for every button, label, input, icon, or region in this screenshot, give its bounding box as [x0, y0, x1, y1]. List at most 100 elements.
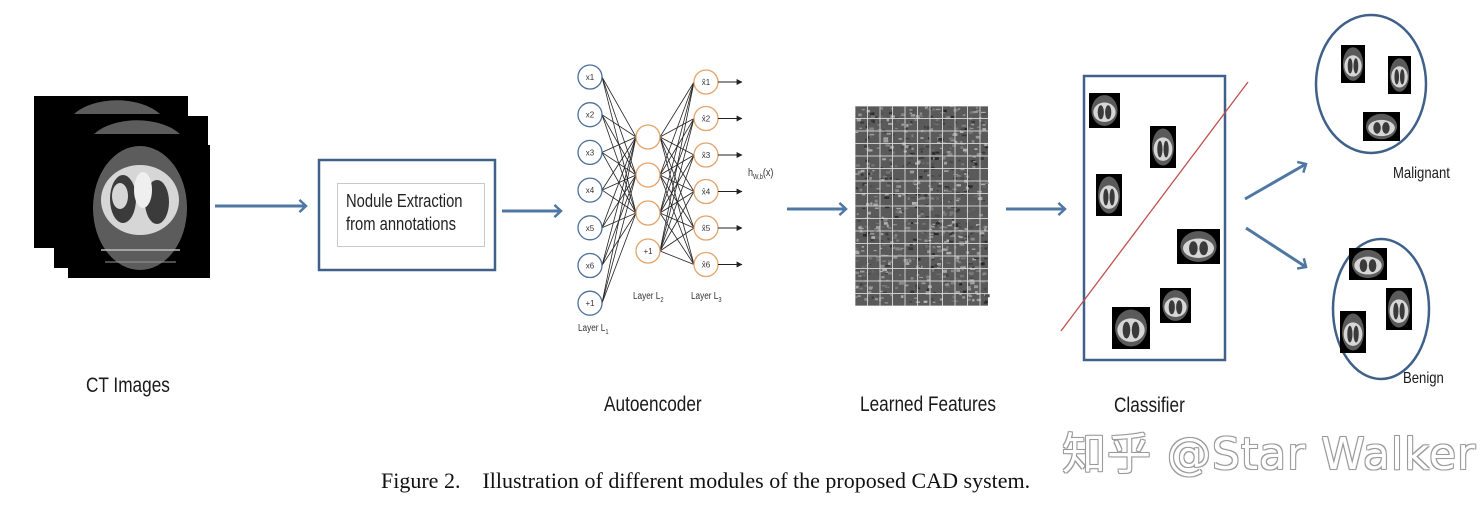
edge: [659, 81, 695, 138]
thumb-lung: [1368, 259, 1377, 272]
thumb-chest: [1153, 137, 1173, 161]
node-circle: [577, 252, 603, 279]
learned-features-label: Learned Features: [860, 393, 996, 416]
arrow-head: [553, 203, 563, 219]
ct-image-stack: [34, 96, 210, 278]
hidden-node: +1: [635, 238, 661, 264]
thumb-lung: [1176, 300, 1183, 315]
edge: [659, 81, 695, 252]
output-node: x̂4: [693, 178, 719, 205]
thumb-lung: [1394, 69, 1400, 85]
edge: [601, 136, 637, 153]
thumb-chest: [1344, 55, 1362, 77]
flow-arrows: [215, 160, 1308, 270]
malignant-sample: [1363, 112, 1400, 141]
thumb-chest: [1164, 297, 1187, 318]
thumb-lung: [1189, 241, 1198, 256]
layer-l1-sub: 1: [605, 329, 609, 336]
flow-arrow: [1245, 226, 1308, 270]
node-label: x2: [586, 111, 595, 120]
ct-heart: [134, 172, 152, 208]
nodule-thumbnails: [1089, 45, 1412, 353]
node-label: x̂5: [702, 224, 711, 233]
autoencoder-label: Autoencoder: [604, 393, 702, 416]
flow-arrow: [215, 198, 308, 214]
figure-number: Figure 2.: [381, 468, 461, 493]
arrow-shaft: [1244, 162, 1307, 201]
thumb-lung: [1393, 302, 1399, 320]
edge: [601, 174, 637, 304]
thumb-chest: [1093, 102, 1116, 123]
node-label: x̂3: [702, 151, 711, 160]
node-circle: [577, 215, 603, 241]
watermark: 知乎 @Star Walker: [1062, 429, 1477, 480]
output-node: x̂5: [693, 215, 719, 241]
benign-label: Benign: [1403, 370, 1444, 387]
thumb-lung: [1359, 259, 1368, 272]
classifier-sample: [1150, 126, 1176, 168]
layer-l3-label: Layer L3: [691, 291, 722, 304]
node-label: x̂6: [702, 261, 711, 270]
node-label: +1: [585, 299, 595, 308]
edge: [659, 136, 695, 192]
nodule-extraction-inner-box: Nodule Extraction from annotations: [337, 183, 485, 247]
thumb-lung: [1199, 241, 1208, 256]
node-label: x3: [586, 148, 595, 157]
edge: [659, 118, 695, 252]
node-circle: [635, 238, 661, 264]
edge: [659, 136, 695, 229]
edge: [601, 136, 637, 228]
output-node: x̂2: [693, 105, 719, 132]
edge: [659, 81, 695, 214]
thumb-lung: [1347, 325, 1353, 343]
classifier-sample: [1096, 174, 1122, 216]
thumb-chest: [1391, 66, 1408, 88]
benign-sample: [1386, 288, 1412, 330]
arrow-head: [1296, 160, 1308, 173]
node-circle: [577, 64, 603, 90]
benign-sample: [1349, 248, 1387, 280]
classifier-sample: [1089, 93, 1120, 128]
classifier-sample: [1177, 229, 1220, 264]
ct-slice-body-edge: [94, 120, 180, 134]
hidden-node: [635, 200, 661, 226]
classifier-sample: [1160, 288, 1191, 323]
thumb-lung: [1131, 321, 1140, 339]
edge: [601, 136, 637, 266]
malignant-sample: [1388, 56, 1411, 94]
thumb-lung: [1353, 58, 1359, 74]
hidden-node: [635, 124, 661, 150]
thumb-lung: [1122, 321, 1131, 339]
input-node: x6: [577, 252, 603, 279]
thumb-chest: [1354, 256, 1382, 275]
output-function-subscript: W,b: [753, 174, 763, 182]
thumb-lung: [1105, 105, 1112, 120]
thumb-lung: [1399, 302, 1405, 320]
layer-l3-sub: 3: [718, 297, 722, 304]
flow-arrow: [787, 201, 848, 217]
output-function-arg: (x): [762, 167, 774, 179]
nodule-extraction-line2: from annotations: [346, 214, 456, 234]
edge: [601, 212, 637, 304]
node-label: x̂1: [702, 78, 711, 87]
thumb-lung: [1353, 325, 1359, 343]
thumb-chest: [1368, 119, 1395, 137]
node-label: +1: [643, 247, 653, 256]
thumb-lung: [1109, 188, 1115, 206]
arrow-head: [1296, 257, 1308, 270]
thumb-lung: [1157, 140, 1163, 158]
thumb-lung: [1168, 300, 1175, 315]
thumb-chest: [1183, 238, 1214, 259]
node-label: x4: [586, 186, 595, 195]
layer-l2-name: Layer L: [633, 291, 661, 302]
arrow-head: [1057, 201, 1067, 217]
decision-boundary-line: [1060, 81, 1249, 332]
figure-caption-text: Illustration of different modules of the…: [482, 468, 1031, 493]
learned-features-image: [855, 106, 990, 306]
ct-slice-body-edge: [74, 100, 160, 114]
layer-l1-label: Layer L1: [578, 323, 609, 336]
output-node: x̂1: [693, 69, 719, 95]
thumb-lung: [1163, 140, 1169, 158]
layer-l3-name: Layer L: [691, 291, 719, 302]
